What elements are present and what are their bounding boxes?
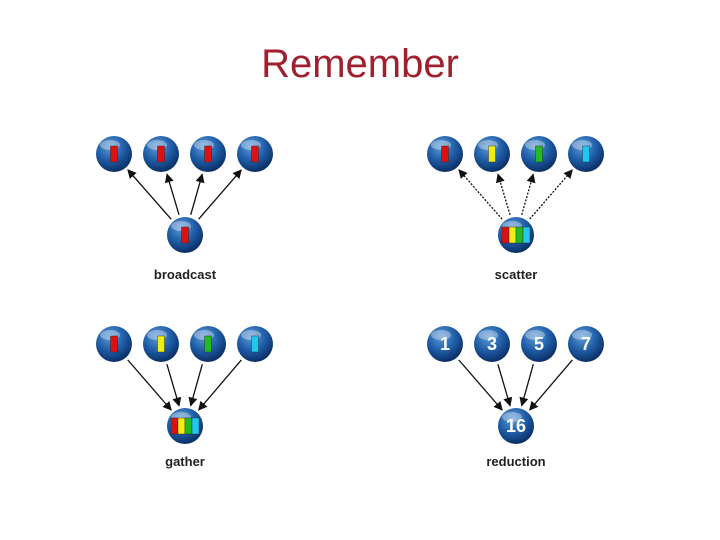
process-node: 3 xyxy=(474,326,510,362)
data-block-green xyxy=(204,335,212,353)
node-sphere xyxy=(427,326,463,362)
data-block-red xyxy=(441,145,449,163)
arrow xyxy=(458,359,503,411)
process-node xyxy=(190,326,226,362)
node-value: 3 xyxy=(487,334,497,354)
data-block-green xyxy=(515,226,524,244)
data-block-yellow xyxy=(177,417,186,435)
process-node xyxy=(427,136,463,172)
arrow xyxy=(198,359,242,411)
process-node xyxy=(143,326,179,362)
process-node xyxy=(521,136,557,172)
data-block-red xyxy=(110,335,118,353)
arrow xyxy=(529,359,573,411)
data-block-red xyxy=(157,145,165,163)
node-highlight xyxy=(478,330,498,340)
data-block-cyan xyxy=(582,145,590,163)
arrow xyxy=(495,173,511,216)
process-node: 7 xyxy=(568,326,604,362)
root-node xyxy=(498,217,534,253)
process-node xyxy=(143,136,179,172)
panel-label: broadcast xyxy=(154,267,217,282)
data-block-red xyxy=(204,145,212,163)
arrow xyxy=(127,359,172,411)
node-value: 16 xyxy=(506,416,526,436)
arrow xyxy=(190,173,205,215)
root-node xyxy=(167,408,203,444)
panel-gather: gather xyxy=(96,326,273,469)
data-block-green xyxy=(535,145,543,163)
process-node xyxy=(568,136,604,172)
root-node: 16 xyxy=(498,408,534,444)
process-node xyxy=(237,326,273,362)
process-node: 5 xyxy=(521,326,557,362)
arrow xyxy=(188,364,203,407)
slide-title: Remember xyxy=(261,42,459,86)
panel-label: reduction xyxy=(486,454,545,469)
node-sphere xyxy=(474,326,510,362)
process-node: 1 xyxy=(427,326,463,362)
node-highlight xyxy=(431,330,451,340)
node-sphere xyxy=(568,326,604,362)
arrow xyxy=(497,363,513,407)
data-block-cyan xyxy=(251,335,259,353)
node-sphere xyxy=(498,408,534,444)
data-block-red xyxy=(501,226,510,244)
panel-label: gather xyxy=(165,454,205,469)
node-value: 7 xyxy=(581,334,591,354)
panel-scatter: scatter xyxy=(427,136,604,282)
arrow xyxy=(127,169,172,220)
data-block-cyan xyxy=(522,226,531,244)
node-sphere xyxy=(521,326,557,362)
data-block-cyan xyxy=(191,417,200,435)
data-block-yellow xyxy=(488,145,496,163)
arrow xyxy=(164,173,180,216)
arrow xyxy=(166,363,182,407)
node-highlight xyxy=(502,412,522,422)
arrow xyxy=(521,173,536,215)
panel-reduction: 1 3 5 7 16 reduction xyxy=(427,326,604,469)
data-block-red xyxy=(110,145,118,163)
node-highlight xyxy=(572,330,592,340)
arrow xyxy=(458,169,503,220)
data-block-yellow xyxy=(508,226,517,244)
root-node xyxy=(167,217,203,253)
process-node xyxy=(237,136,273,172)
process-node xyxy=(96,136,132,172)
data-block-yellow xyxy=(157,335,165,353)
arrow xyxy=(198,169,242,220)
data-block-red xyxy=(251,145,259,163)
arrow xyxy=(529,169,573,220)
arrow xyxy=(519,364,534,407)
node-value: 1 xyxy=(440,334,450,354)
process-node xyxy=(474,136,510,172)
node-highlight xyxy=(525,330,545,340)
process-node xyxy=(96,326,132,362)
data-block-red xyxy=(181,226,189,244)
panel-label: scatter xyxy=(495,267,538,282)
panel-broadcast: broadcast xyxy=(96,136,273,282)
data-block-red xyxy=(170,417,179,435)
data-block-green xyxy=(184,417,193,435)
node-value: 5 xyxy=(534,334,544,354)
process-node xyxy=(190,136,226,172)
